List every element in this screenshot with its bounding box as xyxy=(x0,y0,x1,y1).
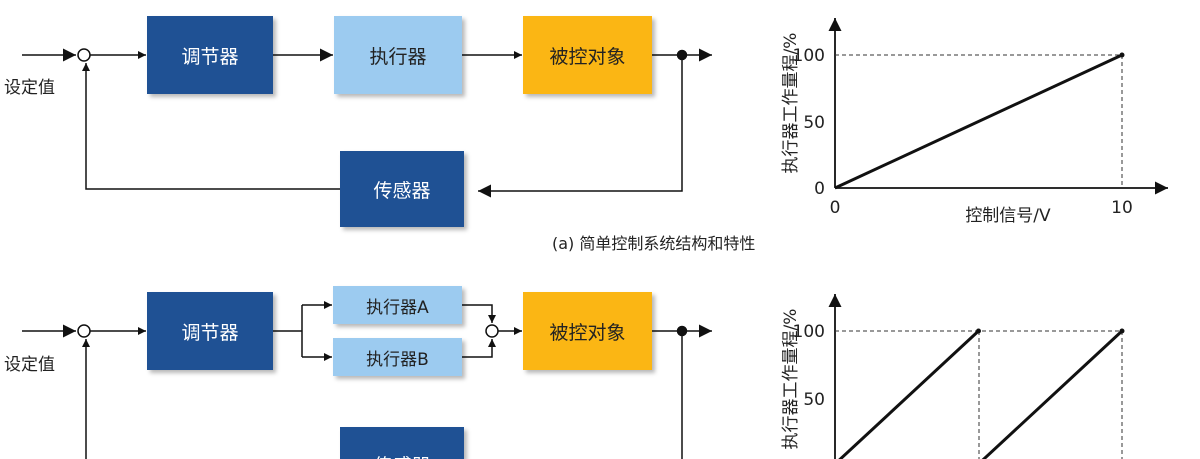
chart-b-ytick-50: 50 xyxy=(803,390,825,410)
summing-junction-b-output xyxy=(485,324,499,338)
plant-block-b: 被控对象 xyxy=(523,292,652,370)
sensor-block-a: 传感器 xyxy=(340,151,464,227)
chart-a-series-point-0-1 xyxy=(1119,52,1125,58)
chart-a-xtick-0: 0 xyxy=(830,198,841,218)
setpoint-label-b: 设定值 xyxy=(4,355,55,375)
wire-actuator-a-out xyxy=(462,304,496,323)
controller-block-b: 调节器 xyxy=(147,292,273,370)
chart-a-ylabel: 执行器工作量程/% xyxy=(781,33,801,174)
setpoint-label-a: 设定值 xyxy=(4,78,55,98)
plant-block-a: 被控对象 xyxy=(523,16,652,94)
sensor-block-b-label: 传感器 xyxy=(373,451,430,459)
caption-a: (a) 简单控制系统结构和特性 xyxy=(552,234,756,253)
actuator-a-block: 执行器A xyxy=(333,286,462,324)
actuator-block-a: 执行器 xyxy=(334,16,462,94)
feedback-wire-a xyxy=(478,55,683,198)
chart-b: 100 50 执行器工作量程/% xyxy=(781,294,1125,459)
diagram-a-wires xyxy=(22,48,712,198)
summing-junction-b-input xyxy=(77,324,91,338)
sensor-block-b: 传感器 xyxy=(340,427,464,459)
chart-b-series-point-0-1 xyxy=(976,328,981,334)
output-branch-dot-b xyxy=(676,325,688,337)
chart-b-series-line-1 xyxy=(981,329,1124,459)
actuator-b-block: 执行器B xyxy=(333,338,462,376)
summing-junction-a xyxy=(77,48,91,62)
diagram-b-wires xyxy=(22,301,712,459)
chart-a: 100 50 0 0 10 控制信号/V 执行器工作量程/% xyxy=(781,18,1168,226)
chart-a-series-line-0 xyxy=(834,53,1123,190)
chart-a-ytick-50: 50 xyxy=(803,113,825,133)
output-branch-dot-a xyxy=(676,49,688,61)
chart-b-ytick-100: 100 xyxy=(793,322,825,342)
controller-block-a: 调节器 xyxy=(147,16,273,94)
feedback-return-wire-a xyxy=(82,63,340,190)
chart-a-xtick-10: 10 xyxy=(1111,198,1133,218)
chart-a-ytick-100: 100 xyxy=(793,46,825,66)
chart-b-ylabel: 执行器工作量程/% xyxy=(781,309,801,450)
wire-actuator-b-out xyxy=(462,339,496,358)
chart-b-series-point-1-1 xyxy=(1119,328,1125,334)
chart-a-xlabel: 控制信号/V xyxy=(965,206,1051,226)
chart-a-ytick-0: 0 xyxy=(814,179,825,199)
chart-b-series-line-0 xyxy=(838,329,980,459)
